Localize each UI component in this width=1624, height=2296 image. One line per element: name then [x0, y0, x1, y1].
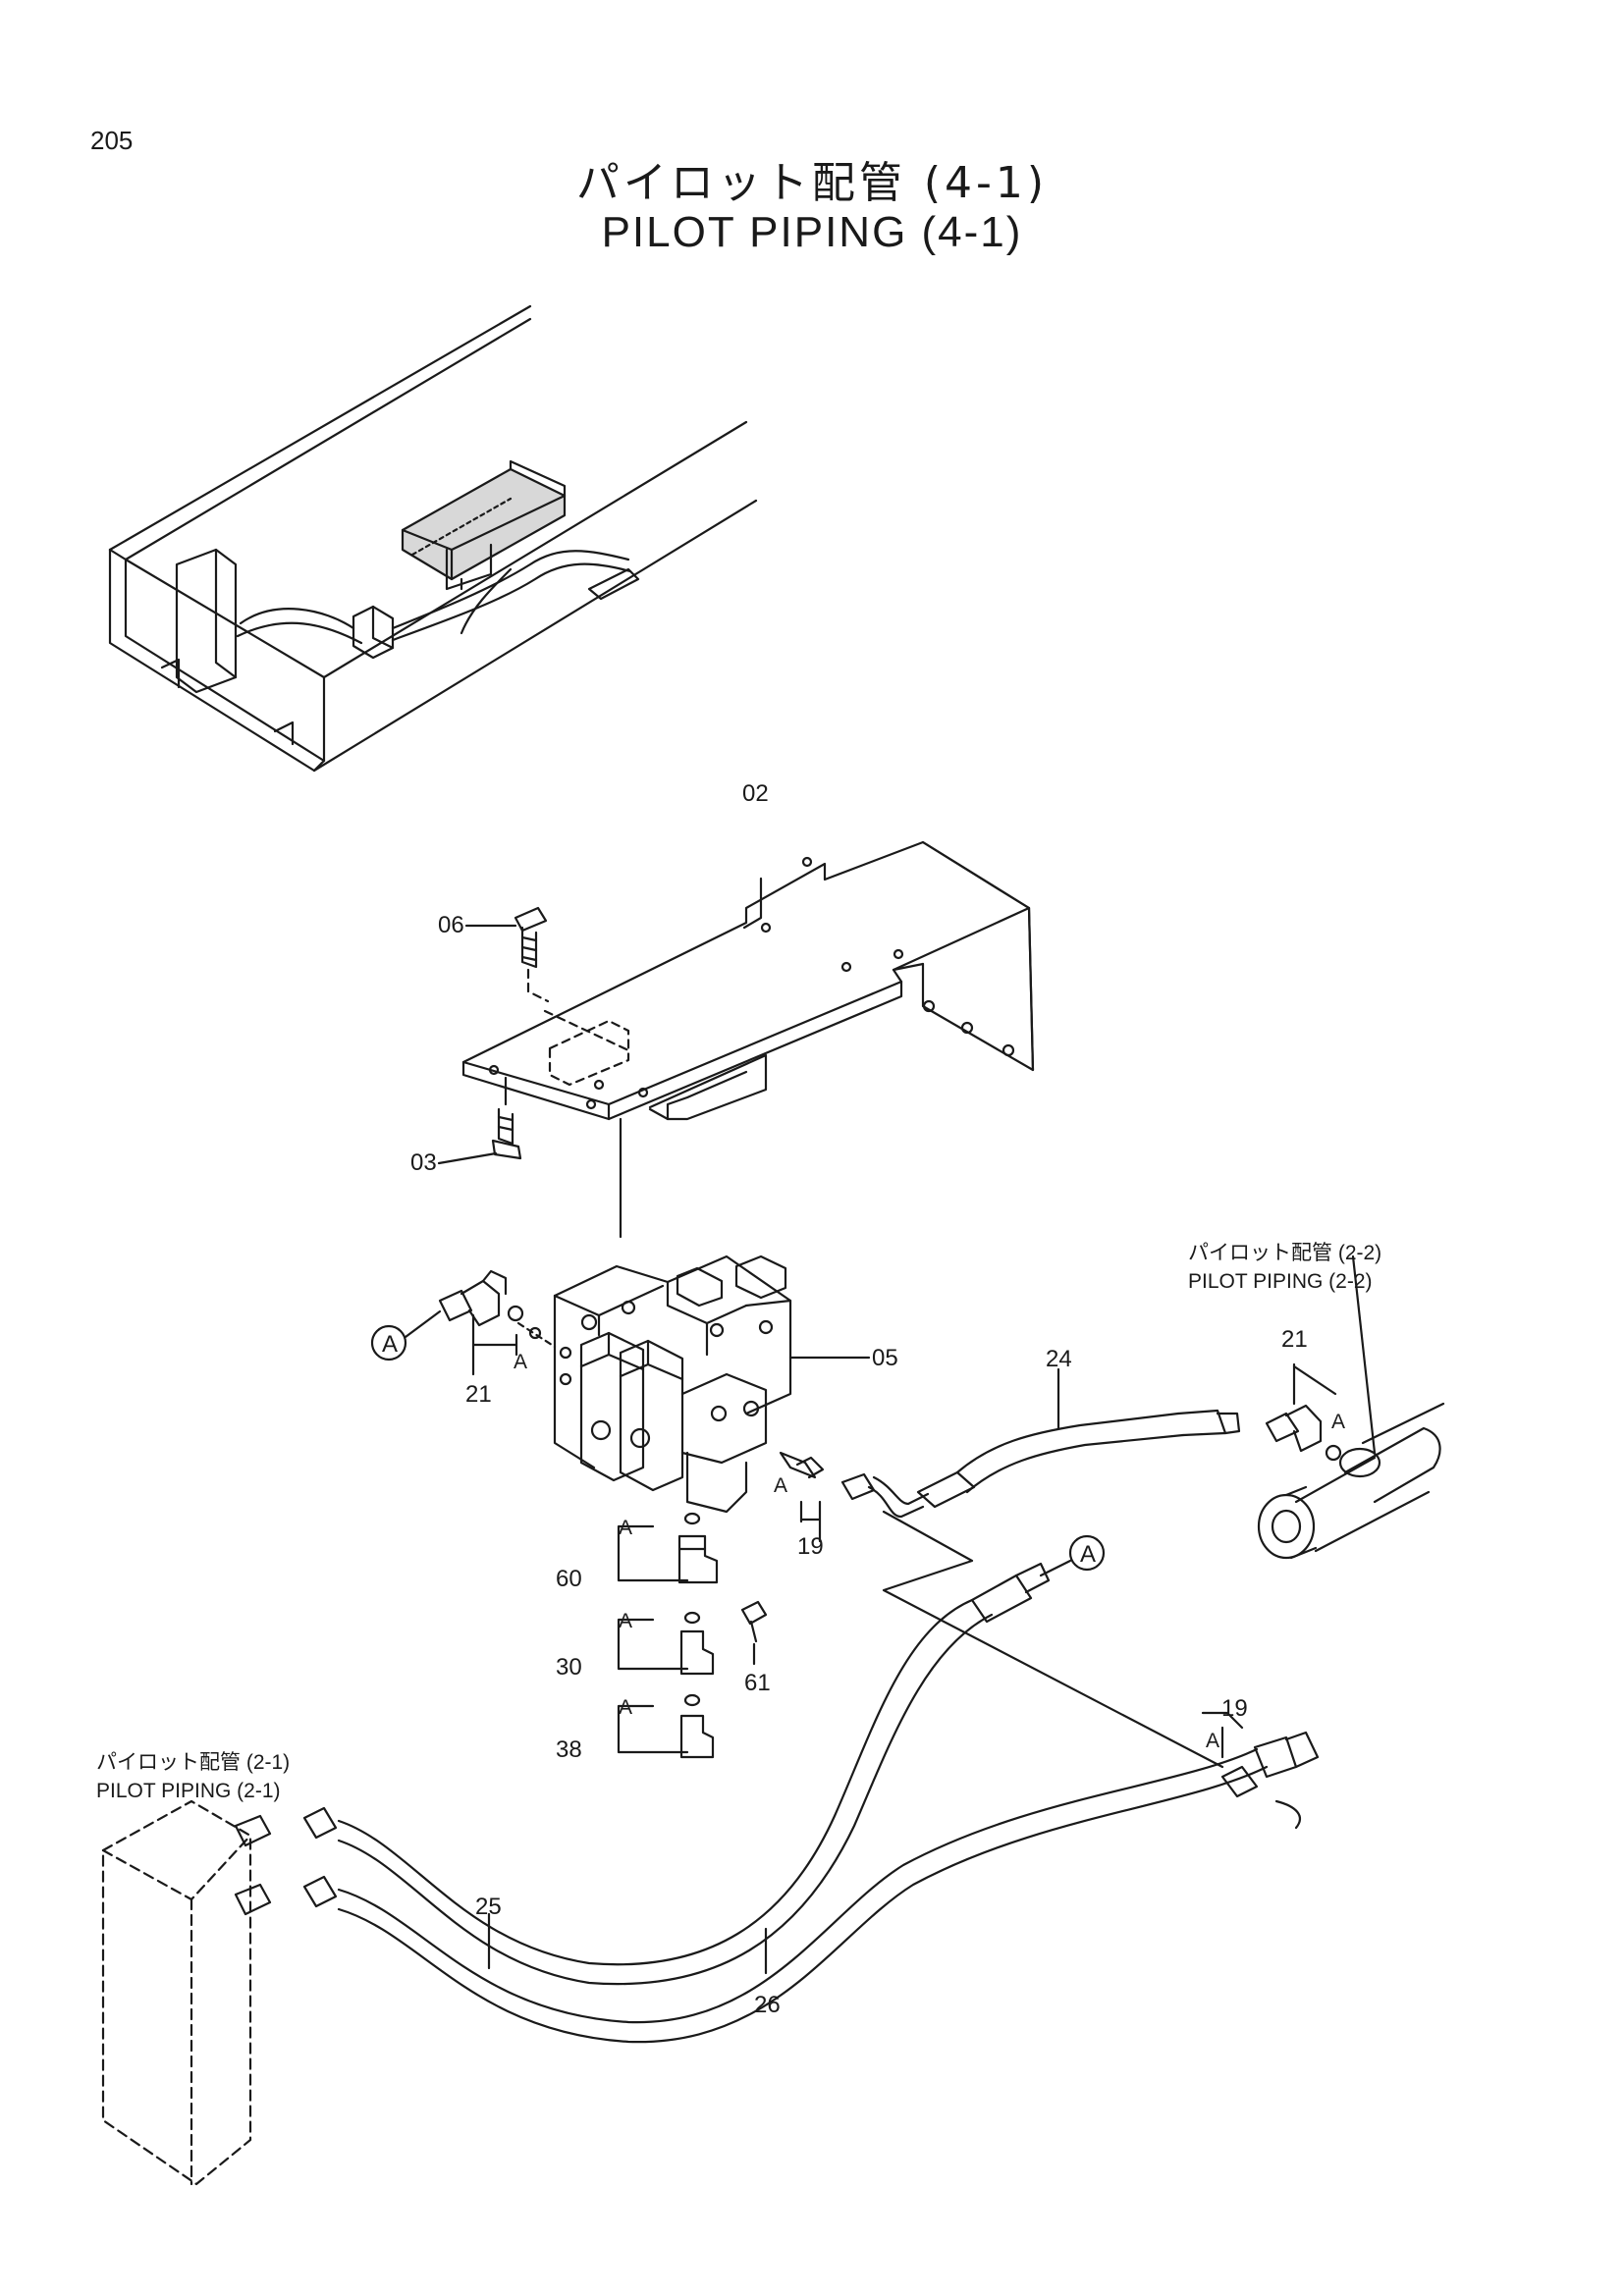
- bracket-30: [617, 1618, 689, 1671]
- valve-block-05: [553, 1255, 792, 1514]
- crossref-2-2-en: PILOT PIPING (2-2): [1188, 1270, 1373, 1293]
- fitting-stack: [677, 1512, 768, 1759]
- title-japanese: パイロット配管 (4-1): [575, 158, 1049, 208]
- page-number: 205: [90, 126, 134, 155]
- alignment-line: [882, 1510, 1224, 1769]
- label-26: 26: [754, 1992, 781, 2018]
- title-english: PILOT PIPING (4-1): [601, 208, 1023, 256]
- a-mark-19-right: A: [1206, 1730, 1219, 1752]
- frame-overview: [108, 304, 758, 773]
- label-24: 24: [1046, 1346, 1072, 1372]
- label-06: 06: [438, 912, 464, 938]
- crossref-2-1-jp: パイロット配管 (2-1): [96, 1751, 290, 1774]
- bracket-19-center: [799, 1500, 822, 1543]
- label-02: 02: [742, 780, 769, 807]
- label-19-center: 19: [797, 1533, 824, 1560]
- label-30: 30: [556, 1654, 582, 1681]
- callout-a-right-letter: A: [1080, 1541, 1096, 1568]
- leader-02: [742, 877, 763, 930]
- bracket-38: [617, 1704, 689, 1754]
- leader-03: [437, 1151, 498, 1165]
- label-19-right: 19: [1221, 1695, 1248, 1722]
- bracket-21-left: [471, 1313, 518, 1376]
- a-mark-21-left: A: [514, 1351, 527, 1373]
- callout-a-right-pointer: [1039, 1559, 1072, 1577]
- callout-circle-a-left: [370, 1324, 407, 1362]
- left-block: [101, 1799, 272, 2186]
- hose-25-26: [302, 1562, 1320, 2044]
- callout-a-left-letter: A: [382, 1331, 398, 1358]
- bolt-03: [491, 1076, 522, 1160]
- a-mark-38: A: [619, 1696, 632, 1719]
- a-mark-21-right: A: [1331, 1411, 1345, 1433]
- a-mark-60: A: [619, 1517, 632, 1539]
- crossref-2-1-en: PILOT PIPING (2-1): [96, 1780, 281, 1802]
- ref-pointer-2-2: [1351, 1255, 1377, 1455]
- label-05: 05: [872, 1345, 898, 1371]
- callout-a-left-pointer: [404, 1309, 442, 1339]
- a-mark-19-center: A: [774, 1474, 787, 1497]
- crossref-2-2-jp: パイロット配管 (2-2): [1188, 1242, 1381, 1264]
- bracket-21-right: [1292, 1362, 1337, 1406]
- bolt-06: [514, 906, 550, 1003]
- label-61: 61: [744, 1670, 771, 1696]
- label-21-left: 21: [465, 1381, 492, 1408]
- label-03: 03: [410, 1149, 437, 1176]
- a-mark-30: A: [619, 1610, 632, 1632]
- cylinder-right: [1257, 1402, 1445, 1560]
- elbow-fitting-21-left: [438, 1269, 557, 1349]
- hose-24: [779, 1409, 1241, 1519]
- bracket-19-right: [1201, 1711, 1244, 1759]
- label-21-right: 21: [1281, 1326, 1308, 1353]
- bracket-02: [461, 840, 1035, 1121]
- label-38: 38: [556, 1736, 582, 1763]
- elbow-fitting-21-right: [1265, 1404, 1342, 1462]
- bracket-60: [617, 1524, 689, 1582]
- label-25: 25: [475, 1894, 502, 1920]
- callout-circle-a-right: [1068, 1534, 1106, 1572]
- label-60: 60: [556, 1566, 582, 1592]
